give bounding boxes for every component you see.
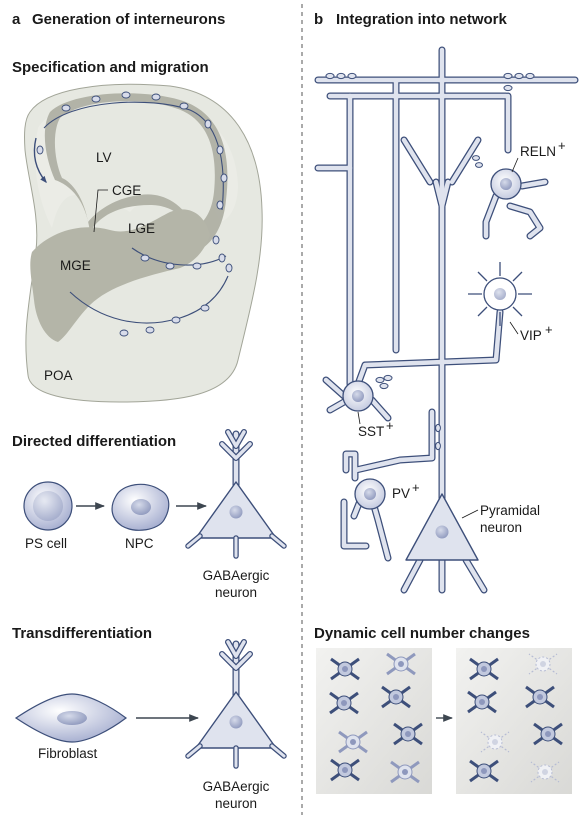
- label-npc: NPC: [125, 536, 154, 551]
- axon-core-13: [483, 179, 548, 239]
- label-gaba-directed-1: GABAergic: [203, 568, 270, 583]
- panel-a-heading: Generation of interneurons: [32, 11, 225, 28]
- mge-eminence: [30, 209, 211, 342]
- label-cge: CGE: [112, 183, 141, 198]
- label-lge: LGE: [128, 221, 155, 236]
- vip-leader: [509, 321, 519, 335]
- dynamic-cell-after-4: [525, 685, 555, 709]
- migrating-cells: [36, 91, 233, 337]
- axon-core-7: [401, 137, 481, 185]
- dynamic-cell-after-5: [480, 731, 510, 753]
- label-pv-plus: +: [412, 480, 420, 495]
- axon-core-14: [323, 377, 391, 421]
- label-gaba-transdiff-2: neuron: [215, 796, 257, 811]
- brain-section: LV CGE LGE MGE POA: [24, 83, 263, 403]
- label-pv: PV: [392, 486, 410, 501]
- label-lv: LV: [96, 150, 112, 165]
- pv-cell: [354, 478, 386, 510]
- directed-title: Directed differentiation: [12, 433, 176, 450]
- dynamic-cell-after-6: [533, 722, 563, 746]
- transdiff-title: Transdifferentiation: [12, 625, 152, 642]
- reln-cell: [490, 168, 522, 200]
- label-vip: VIP: [520, 328, 542, 343]
- dynamic-cell-before-8: [390, 760, 420, 784]
- axon-outline-5: [354, 308, 504, 388]
- dynamic-cells: [329, 652, 563, 784]
- panel-b-letter: b: [314, 11, 323, 28]
- migration-arrow: [33, 137, 47, 184]
- dynamic-cell-after-2: [528, 653, 558, 675]
- dynamic-cell-before-7: [330, 758, 360, 782]
- dynamic-cell-before-4: [381, 685, 411, 709]
- dynamic-title: Dynamic cell number changes: [314, 625, 530, 642]
- vip-cell: [468, 262, 532, 326]
- label-pyramidal-1: Pyramidal: [480, 503, 540, 518]
- panel-b-heading: Integration into network: [336, 11, 507, 28]
- dynamic-cell-after-8: [530, 761, 560, 783]
- npc-cell: [111, 483, 170, 531]
- axon-core-8: [433, 179, 451, 209]
- label-vip-plus: +: [545, 322, 553, 337]
- dynamic-cell-before-2: [386, 652, 416, 676]
- label-gaba-transdiff-1: GABAergic: [203, 779, 270, 794]
- migration-stream-dorsal: [43, 101, 224, 211]
- axon-outline-4: [346, 92, 512, 154]
- axon-core-4: [347, 93, 511, 153]
- dynamic-cell-before-5: [338, 730, 368, 754]
- label-sst-plus: +: [386, 418, 394, 433]
- top-synapses: [325, 72, 535, 451]
- axon-core-10: [343, 409, 435, 481]
- axon-core-12: [401, 557, 487, 593]
- reln-leader: [511, 157, 519, 173]
- label-ps-cell: PS cell: [25, 536, 67, 551]
- label-poa: POA: [44, 368, 73, 383]
- network-diagram: RELN + VIP + SST + PV + Py: [314, 46, 579, 594]
- panel-a-letter: a: [12, 11, 21, 28]
- sst-cell: [342, 380, 374, 412]
- ps-cell: [23, 481, 73, 531]
- gaba-neuron-transdiff: [185, 639, 287, 769]
- gaba-neuron-directed: [185, 429, 287, 559]
- label-fibroblast: Fibroblast: [38, 746, 98, 761]
- axon-outline-3: [326, 92, 354, 388]
- dynamic-box-after: [456, 648, 572, 794]
- sst-leader: [357, 411, 361, 425]
- specification-title: Specification and migration: [12, 59, 209, 76]
- migration-stream-lge: [131, 247, 227, 266]
- dynamic-cell-after-7: [469, 759, 499, 783]
- label-mge: MGE: [60, 258, 91, 273]
- dynamic-cell-after-1: [469, 657, 499, 681]
- dynamic-cell-before-3: [329, 691, 359, 715]
- dynamic-cell-after-3: [467, 690, 497, 714]
- axon-core-11: [341, 499, 391, 561]
- ventricle-inner: [54, 101, 215, 228]
- dynamic-box-before: [316, 648, 432, 794]
- label-pyramidal-2: neuron: [480, 520, 522, 535]
- label-reln: RELN: [520, 144, 556, 159]
- dynamic-cell-before-6: [393, 722, 423, 746]
- label-gaba-directed-2: neuron: [215, 585, 257, 600]
- pyramidal-leader: [461, 509, 479, 519]
- pyramidal-neuron: [405, 493, 479, 561]
- cge-leader: [93, 189, 108, 233]
- fibroblast-cell: [14, 693, 128, 743]
- label-sst: SST: [358, 424, 384, 439]
- label-reln-plus: +: [558, 138, 566, 153]
- axon-core-5: [355, 309, 503, 387]
- dynamic-cell-before-1: [330, 657, 360, 681]
